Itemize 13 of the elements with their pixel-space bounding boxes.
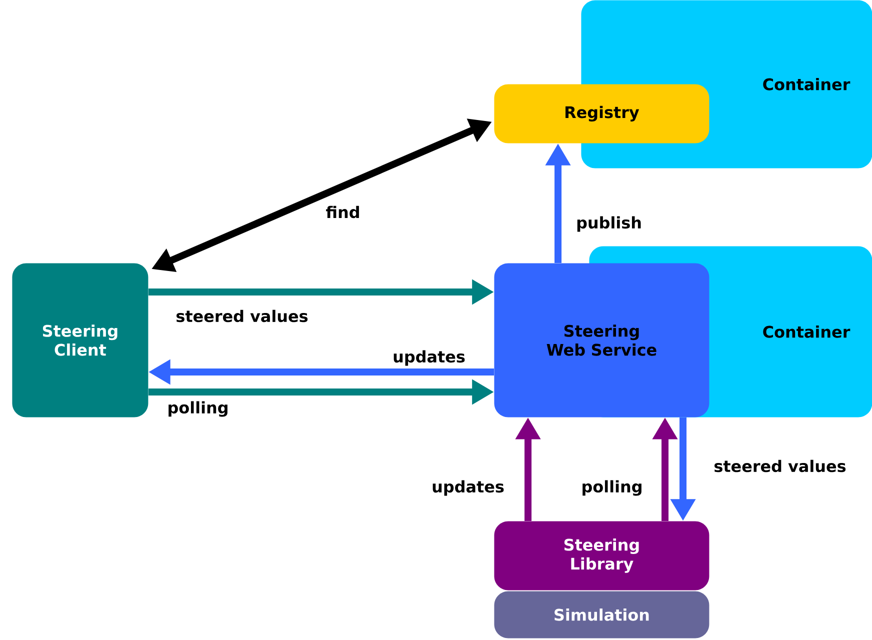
edge-label: steered values	[712, 458, 848, 474]
edge-label: polling	[166, 400, 230, 418]
simulation-box: Simulation	[494, 591, 710, 638]
edge-label: polling	[580, 479, 644, 497]
edge-label: find	[324, 204, 362, 220]
library-box: Steering Library	[494, 521, 710, 590]
edge-label: steered values	[174, 308, 310, 324]
edge-label: updates	[392, 349, 466, 367]
edge-label: publish	[575, 215, 643, 233]
service-box: Steering Web Service	[494, 263, 710, 418]
edge-label: updates	[430, 479, 506, 497]
registry-box: Registry	[494, 84, 710, 144]
client-box: Steering Client	[12, 263, 148, 418]
